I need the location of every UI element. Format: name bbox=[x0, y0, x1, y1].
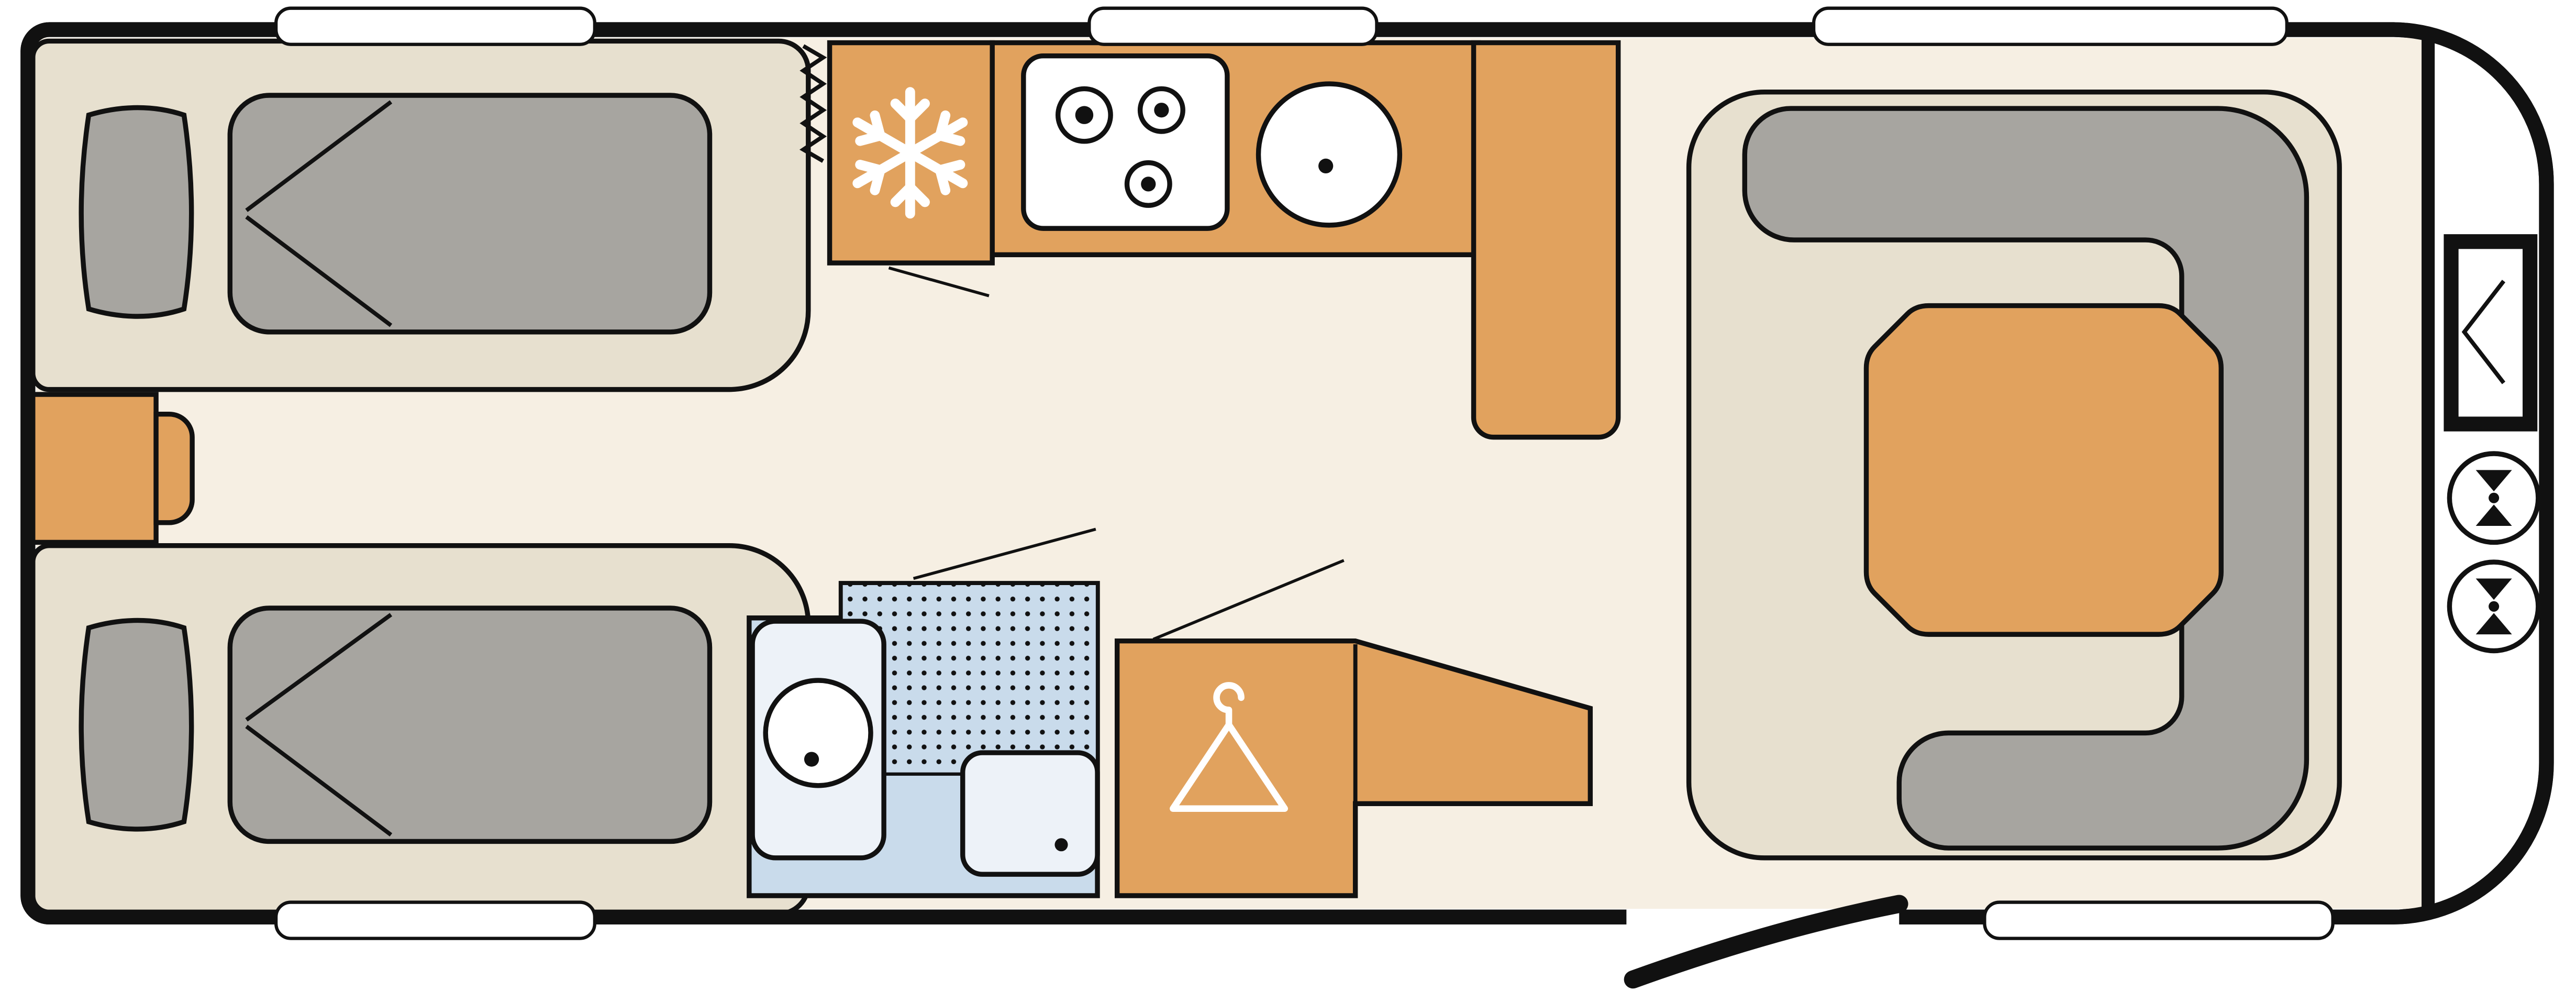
duvet-fold-line bbox=[245, 613, 393, 722]
leader-line-bathroom bbox=[913, 527, 1096, 580]
hob-burner bbox=[1124, 160, 1172, 208]
entry-door-leaf bbox=[1624, 895, 1908, 989]
fridge bbox=[827, 40, 995, 266]
cabinet-body bbox=[25, 392, 159, 545]
leader-line-fridge bbox=[888, 266, 990, 298]
window-bottom-bedroom bbox=[274, 900, 597, 940]
gas-bottle bbox=[2449, 562, 2538, 651]
caravan-body-outline bbox=[20, 22, 2554, 924]
gas-locker bbox=[2444, 234, 2538, 651]
hob-burner bbox=[1137, 86, 1185, 134]
washbasin bbox=[960, 750, 1100, 877]
locker-door-chevron bbox=[2461, 280, 2506, 384]
pillow bbox=[79, 618, 194, 832]
wardrobe bbox=[1114, 638, 1593, 898]
hob bbox=[1021, 53, 1230, 231]
hob-burner bbox=[1056, 86, 1113, 144]
entry-door-open bbox=[1624, 889, 1908, 989]
mattress bbox=[227, 93, 713, 335]
single-bed-top bbox=[30, 38, 811, 392]
window-top-bedroom bbox=[274, 6, 597, 46]
front-lounge bbox=[1686, 90, 2342, 861]
hanger-icon bbox=[1170, 682, 1288, 812]
duvet-fold-line bbox=[245, 215, 393, 327]
window-top-kitchen bbox=[1087, 6, 1379, 46]
round-sink bbox=[1256, 81, 1403, 228]
mattress bbox=[227, 605, 713, 844]
bathroom bbox=[747, 581, 1100, 898]
pillow bbox=[79, 105, 194, 319]
dinette-table bbox=[1863, 303, 2224, 637]
bedside-cabinet bbox=[25, 392, 195, 545]
duvet-fold-line bbox=[245, 100, 393, 212]
cabinet-pullout bbox=[153, 411, 195, 525]
gas-bottle bbox=[2449, 454, 2538, 542]
kitchen-tall-unit bbox=[1471, 40, 1621, 440]
toilet bbox=[750, 619, 886, 861]
window-bottom-lounge bbox=[1983, 900, 2335, 940]
single-bed-bottom bbox=[30, 543, 811, 917]
wall-heater-zigzag bbox=[799, 44, 827, 163]
duvet-fold-line bbox=[245, 724, 393, 837]
gas-locker-door bbox=[2444, 234, 2538, 432]
leader-line-wardrobe bbox=[1152, 559, 1345, 641]
kitchen-block bbox=[990, 40, 1621, 440]
window-top-lounge bbox=[1812, 6, 2289, 46]
